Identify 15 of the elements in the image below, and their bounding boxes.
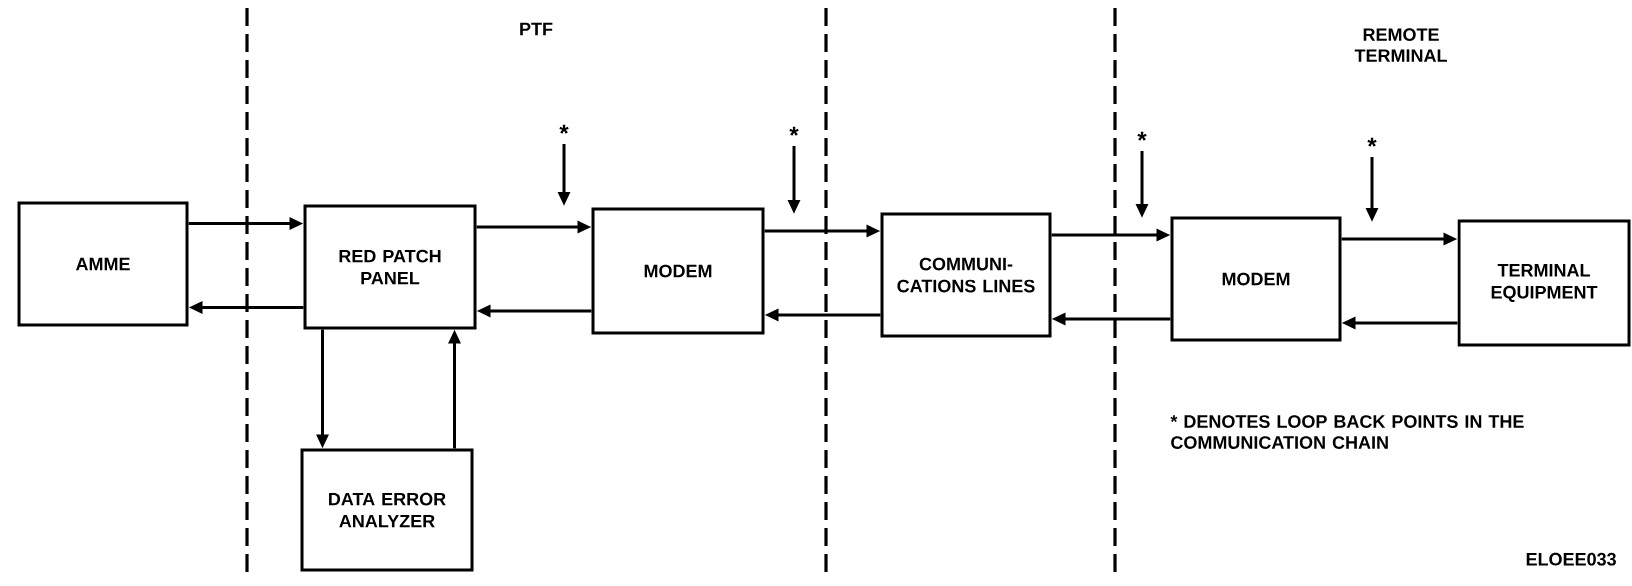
block-box: RED PATCH PANEL — [303, 204, 477, 330]
block-box: TERMINAL EQUIPMENT — [1457, 219, 1631, 347]
block-box: AMME — [17, 201, 189, 327]
asterisk-mark: * — [1367, 137, 1377, 147]
section-label: PTF — [520, 22, 553, 36]
block-box: COMMUNI- CATIONS LINES — [880, 212, 1052, 338]
figure-code: ELOEE033 — [1526, 552, 1616, 566]
asterisk-mark: * — [559, 124, 569, 134]
asterisk-mark: * — [1137, 131, 1147, 141]
block-box: MODEM — [591, 207, 765, 335]
note: * DENOTES LOOP BACK POINTS IN THE COMMUNICATION CHAIN — [1170, 415, 1524, 449]
asterisk-mark: * — [789, 126, 799, 136]
block-box: DATA ERROR ANALYZER — [300, 448, 474, 572]
block-box: MODEM — [1170, 216, 1342, 342]
section-label: REMOTE TERMINAL — [1354, 28, 1447, 62]
